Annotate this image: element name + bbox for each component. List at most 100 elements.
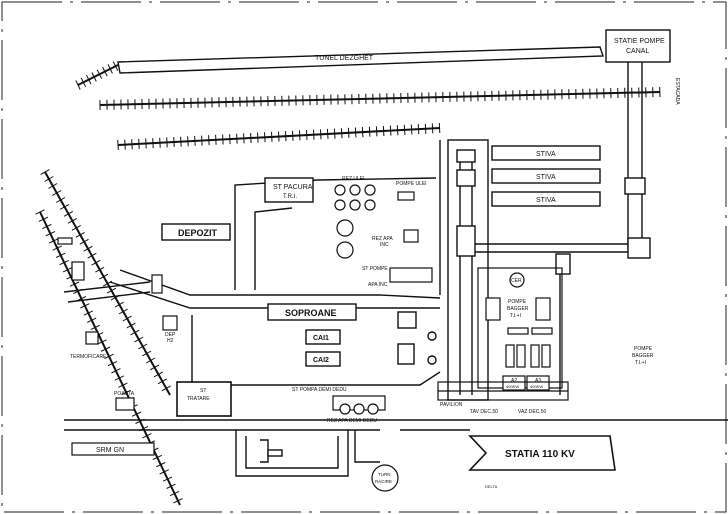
statia-110kv: STATIA 110 KV DELTA bbox=[468, 435, 616, 489]
pompe-bagger-r-label-2: BAGGER bbox=[632, 353, 654, 359]
rail-tick bbox=[52, 245, 63, 251]
turn-racire-label-2: RACIRE bbox=[375, 479, 392, 484]
rail-tick bbox=[40, 169, 50, 175]
rail-tick bbox=[91, 259, 101, 266]
vaz-dec-label: VAZ DEC.50 bbox=[518, 409, 546, 415]
rail-tick bbox=[250, 132, 252, 144]
rail-tick bbox=[138, 138, 140, 149]
rail-tick bbox=[52, 190, 62, 196]
pavilion-label: PAVILION bbox=[440, 402, 463, 408]
main-boundary bbox=[191, 311, 441, 386]
rail-tick bbox=[45, 231, 56, 237]
rail-tick bbox=[236, 133, 238, 144]
rail-tick bbox=[102, 66, 108, 77]
cai1-label: CAI1 bbox=[313, 335, 329, 342]
rail-tick bbox=[306, 129, 308, 141]
rail-tick bbox=[114, 375, 125, 381]
transformers: PAVILION TAV DEC.50 VAZ DEC.50 bbox=[437, 381, 569, 415]
rail-tick bbox=[80, 303, 90, 309]
rail-tick bbox=[194, 135, 196, 146]
rail-tick bbox=[292, 130, 294, 141]
rail-tick bbox=[100, 346, 111, 352]
rail-tick bbox=[173, 498, 183, 504]
rail-tick bbox=[97, 339, 107, 345]
rail-tick bbox=[118, 308, 128, 315]
rail-tick bbox=[417, 124, 420, 135]
st-pompe: ST POMPE APA INC bbox=[362, 140, 441, 295]
pompe-bagger-label-1: POMPE bbox=[508, 299, 527, 305]
rail-tick bbox=[382, 125, 385, 137]
rail-tick bbox=[59, 259, 69, 266]
rail-tick bbox=[243, 133, 245, 144]
rail-tick bbox=[38, 216, 49, 222]
estacada-pipe bbox=[470, 62, 651, 259]
st-tratare: ST TRATARE bbox=[176, 381, 232, 417]
rez-apa-demi: REZ APA DEMI DEDU bbox=[327, 395, 386, 424]
rail-tick bbox=[375, 126, 378, 137]
rail-tick bbox=[410, 124, 413, 135]
apa-inc-label: APA INC bbox=[368, 282, 388, 288]
rez-apa-inc-label-2: INC bbox=[380, 242, 389, 248]
rail-tick bbox=[169, 490, 180, 497]
statie-pompe-label-1: STATIE POMPE bbox=[614, 38, 665, 45]
rail-tick bbox=[187, 136, 189, 147]
rail-tick bbox=[95, 266, 105, 273]
rail-tick bbox=[118, 382, 128, 388]
rail-tick bbox=[48, 183, 58, 189]
rail-tick bbox=[124, 139, 126, 150]
rail-tick bbox=[285, 131, 287, 142]
pompe-ulei-label: POMPE ULEI bbox=[396, 181, 427, 187]
rail-tick bbox=[122, 315, 132, 322]
rail-tick bbox=[126, 322, 136, 329]
rail-tick bbox=[299, 130, 301, 141]
rail-tick bbox=[130, 329, 140, 336]
rail-tick bbox=[152, 454, 163, 461]
st-pacura-label-1: ST PACURA bbox=[273, 184, 313, 191]
pompe-bagger-r-label-3: T.I.+I bbox=[635, 360, 646, 366]
rail-tick bbox=[83, 245, 93, 252]
rail-tick bbox=[112, 61, 119, 71]
rail-tick bbox=[79, 238, 89, 245]
rail-tick bbox=[313, 129, 315, 140]
cai-buildings: CAI1 CAI2 bbox=[305, 329, 341, 367]
rail-tick bbox=[159, 469, 169, 475]
rail-tick bbox=[145, 138, 147, 149]
st-pacura: ST PACURA T.R.I. bbox=[234, 177, 437, 290]
rail-tick bbox=[424, 123, 427, 134]
rail-ticks bbox=[35, 61, 661, 504]
pompe-bagger-r-label-1: POMPE bbox=[634, 346, 653, 352]
pompe-bagger-right: POMPE BAGGER T.I.+I bbox=[632, 346, 654, 366]
rail-tick bbox=[159, 137, 161, 148]
rez-ulei-label: REZ ULEI bbox=[342, 176, 365, 182]
rail-tick bbox=[149, 364, 160, 371]
rail-tick bbox=[114, 301, 124, 308]
soproane-label: SOPROANE bbox=[285, 308, 337, 318]
rail-tick bbox=[69, 281, 80, 287]
pompe-ulei: POMPE ULEI bbox=[396, 181, 427, 201]
rail-tick bbox=[278, 131, 280, 142]
rail-tick bbox=[117, 139, 119, 151]
rail-tick bbox=[157, 378, 167, 385]
rail-tick bbox=[106, 287, 117, 294]
left-buildings: DEP H2 TERMOFICARE POARTA bbox=[57, 237, 178, 411]
stiva-label-2: STIVA bbox=[536, 174, 556, 181]
cai2-label: CAI2 bbox=[313, 357, 329, 364]
dep-h2-label-1: DEP bbox=[165, 332, 176, 338]
rail-tick bbox=[142, 433, 152, 439]
stiva-label-1: STIVA bbox=[536, 151, 556, 158]
rail-tick bbox=[99, 273, 109, 280]
rail-tick bbox=[361, 127, 364, 138]
bottom-pipes bbox=[235, 430, 380, 477]
rail-tick bbox=[35, 209, 45, 215]
rail-tick bbox=[229, 134, 231, 145]
rail-tick bbox=[131, 411, 142, 417]
rail-tick bbox=[67, 217, 77, 224]
rail-tick bbox=[396, 125, 399, 136]
rez-apa-demi-label: REZ APA DEMI DEDU bbox=[327, 418, 377, 424]
rail-tick bbox=[333, 128, 336, 139]
st-tratare-label-2: TRATARE bbox=[187, 396, 210, 402]
rail-tick bbox=[90, 324, 100, 331]
rail-tick bbox=[107, 360, 118, 367]
pompe-bagger-label-2: BAGGER bbox=[507, 306, 529, 312]
rail-tick bbox=[201, 135, 203, 146]
